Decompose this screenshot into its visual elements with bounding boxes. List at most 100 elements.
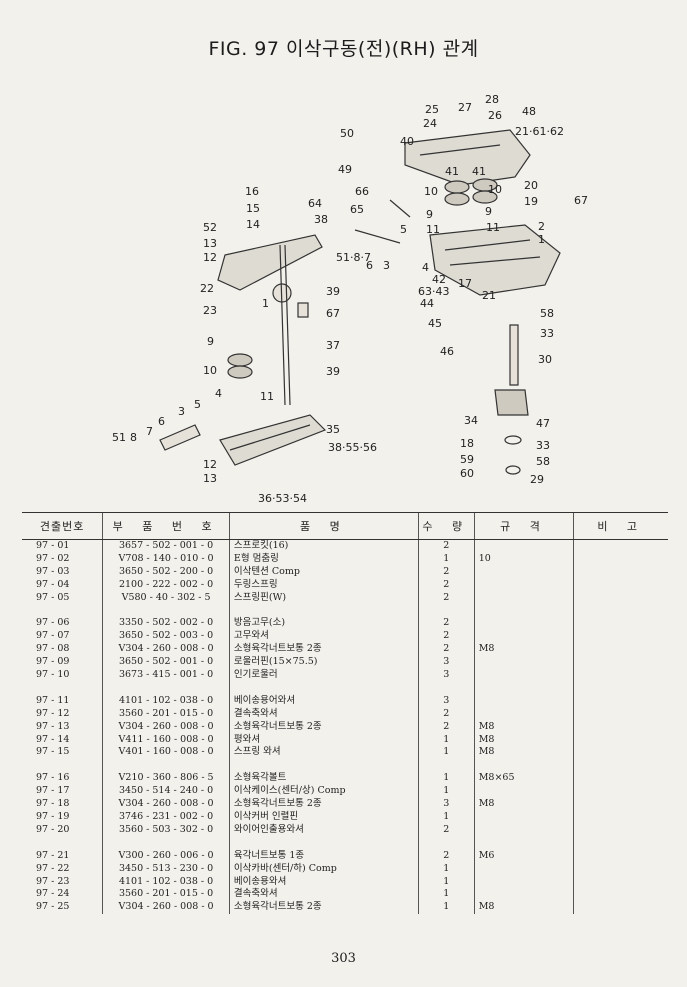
- part-number-cell: 3650 - 502 - 001 - 0: [102, 656, 230, 670]
- spec-cell: [473, 656, 574, 670]
- part-name-cell: 와이어인출용와셔: [228, 823, 419, 837]
- remarks-cell: [573, 565, 668, 579]
- spacer-cell: [473, 604, 574, 618]
- callout-label: 59: [460, 453, 474, 466]
- part-number-cell: V580 - 40 - 302 - 5: [102, 591, 230, 605]
- callout-label: 14: [246, 218, 260, 231]
- callout-label: 64: [308, 197, 322, 210]
- part-name-cell: 결속축와셔: [228, 888, 419, 902]
- callout-labels: 25 27 28 24 26 48 21·61·62 50 40 41 41 4…: [112, 93, 588, 505]
- callout-label: 38·55·56: [328, 441, 377, 454]
- callout-label: 33: [540, 327, 554, 340]
- callout-label: 1: [538, 233, 545, 246]
- callout-label: 6: [366, 259, 373, 272]
- part-name-cell: 소형육각볼트: [228, 772, 419, 786]
- index-cell: 97 - 15: [36, 746, 70, 758]
- spacer-cell: [417, 836, 475, 850]
- part-name-cell: 방음고무(소): [228, 617, 419, 631]
- part-number-cell: V708 - 140 - 010 - 0: [102, 552, 230, 566]
- remarks-cell: [573, 617, 668, 631]
- callout-label: 20: [524, 179, 538, 192]
- quantity-cell: 2: [417, 823, 475, 837]
- callout-label: 11: [260, 390, 274, 403]
- callout-label: 4: [422, 261, 429, 274]
- part-name-cell: 인기로울러: [228, 669, 419, 682]
- quantity-cell: 1: [417, 785, 475, 799]
- part-number-cell: 3650 - 502 - 003 - 0: [102, 630, 230, 644]
- header-part-number: 부 품 번 호: [102, 512, 230, 540]
- callout-label: 16: [245, 185, 259, 198]
- callout-label: 27: [458, 101, 472, 114]
- header-index: 견출번호: [22, 512, 103, 540]
- spec-cell: 10: [473, 552, 574, 566]
- callout-label: 9: [426, 208, 433, 221]
- quantity-cell: 1: [417, 733, 475, 747]
- part-number-cell: V210 - 360 - 806 - 5: [102, 772, 230, 786]
- callout-label: 46: [440, 345, 454, 358]
- callout-label: 10: [424, 185, 438, 198]
- remarks-cell: [573, 901, 668, 915]
- callout-label: 36·53·54: [258, 492, 307, 505]
- spec-cell: M8×65: [473, 772, 574, 786]
- quantity-cell: 1: [417, 772, 475, 786]
- callout-label: 5: [400, 223, 407, 236]
- remarks-cell: [573, 746, 668, 760]
- part-name-cell: 베이송용와셔: [228, 875, 419, 889]
- index-cell: 97 - 01: [36, 540, 70, 551]
- callout-label: 24: [423, 117, 437, 130]
- index-cell: 97 - 22: [36, 862, 70, 874]
- spacer-cell: [473, 836, 574, 850]
- callout-label: 39: [326, 285, 340, 298]
- callout-label: 17: [458, 277, 472, 290]
- index-cell: 97 - 23: [36, 875, 70, 887]
- part-number-cell: 3673 - 415 - 001 - 0: [102, 669, 230, 682]
- quantity-cell: 1: [417, 888, 475, 902]
- part-number-cell: 2100 - 222 - 002 - 0: [102, 578, 230, 592]
- quantity-cell: 2: [417, 849, 475, 863]
- callout-label: 4: [215, 387, 222, 400]
- callout-label: 41: [472, 165, 486, 178]
- callout-label: 39: [326, 365, 340, 378]
- remarks-cell: [573, 862, 668, 876]
- remarks-cell: [573, 810, 668, 824]
- spec-cell: M8: [473, 720, 574, 734]
- part-name-cell: 두링스프링: [228, 578, 419, 592]
- index-cell: 97 - 25: [36, 901, 70, 913]
- index-cell: 97 - 21: [36, 849, 70, 861]
- callout-label: 13: [203, 472, 217, 485]
- figure-title: FIG. 97 이삭구동(전)(RH) 관계: [208, 38, 479, 60]
- callout-label: 21: [482, 289, 496, 302]
- spec-cell: M8: [473, 901, 574, 915]
- callout-label: 7: [146, 425, 153, 438]
- group-spacer: [22, 759, 668, 773]
- part-number-cell: V300 - 260 - 006 - 0: [102, 849, 230, 863]
- callout-label: 45: [428, 317, 442, 330]
- spec-cell: [473, 630, 574, 644]
- part-name-cell: 소형육각너트보통 2종: [228, 798, 419, 811]
- quantity-cell: 2: [417, 707, 475, 721]
- callout-label: 37: [326, 339, 340, 352]
- callout-label: 50: [340, 127, 354, 140]
- callout-label: 65: [350, 203, 364, 216]
- group-spacer: [22, 836, 668, 850]
- spec-cell: [473, 694, 574, 708]
- spacer-cell: [228, 604, 419, 618]
- spec-cell: [473, 707, 574, 721]
- callout-label: 9: [207, 335, 214, 348]
- quantity-cell: 2: [417, 565, 475, 579]
- part-number-cell: 3450 - 514 - 240 - 0: [102, 785, 230, 799]
- remarks-cell: [573, 656, 668, 670]
- spacer-cell: [417, 759, 475, 773]
- spacer-cell: [228, 681, 419, 695]
- spec-cell: [473, 875, 574, 889]
- quantity-cell: 2: [417, 643, 475, 657]
- callout-label: 41: [445, 165, 459, 178]
- diagram-svg: 25 27 28 24 26 48 21·61·62 50 40 41 41 4…: [112, 93, 588, 505]
- diagram-drawing: [159, 129, 561, 475]
